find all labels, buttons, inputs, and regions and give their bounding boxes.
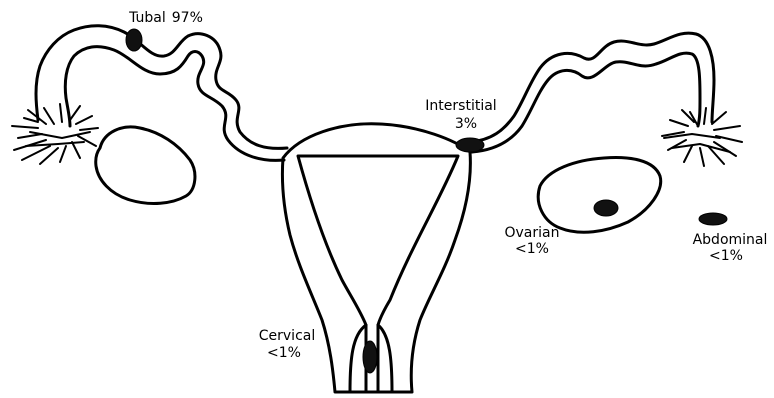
cervical-percent: <1% xyxy=(267,345,301,361)
left-tube-upper xyxy=(36,26,287,149)
cervical-name: Cervical xyxy=(259,328,316,344)
abdominal-site-mark xyxy=(699,213,727,225)
right-tube-upper xyxy=(470,33,714,142)
left-ovary xyxy=(96,127,195,204)
ovarian-site-mark xyxy=(594,200,618,216)
tubal-label: Tubal 97% xyxy=(128,10,203,26)
abdominal-name: Abdominal xyxy=(693,232,768,248)
ovarian-name: Ovarian xyxy=(505,225,560,241)
abdominal-percent: <1% xyxy=(709,248,743,264)
right-ovary xyxy=(538,158,660,233)
interstitial-site-mark xyxy=(456,138,484,152)
left-fimbriae xyxy=(12,104,98,164)
cervical-site-mark xyxy=(363,341,377,373)
right-fimbriae xyxy=(662,108,742,166)
tubal-percent: 97% xyxy=(172,10,203,26)
ovarian-percent: <1% xyxy=(515,241,549,257)
tubal-site-mark xyxy=(126,29,142,51)
uterine-cavity xyxy=(298,156,458,392)
interstitial-name: Interstitial xyxy=(425,98,496,114)
tubal-name: Tubal xyxy=(128,10,166,26)
interstitial-percent: 3% xyxy=(455,116,477,132)
